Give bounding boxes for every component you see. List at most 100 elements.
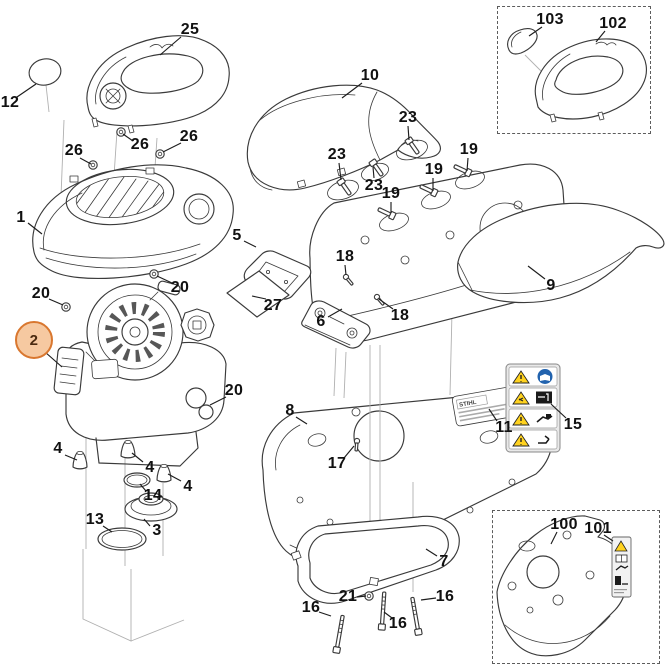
callout-26[interactable]: 26 xyxy=(179,128,199,145)
leader-line-16 xyxy=(318,611,332,617)
leader-line-23 xyxy=(407,125,410,141)
part-8-lower-housing[interactable] xyxy=(261,394,553,567)
leader-line-1 xyxy=(27,222,43,235)
callout-5[interactable]: 5 xyxy=(232,227,242,244)
callout-16[interactable]: 16 xyxy=(435,588,455,605)
part-7-gasket[interactable] xyxy=(290,515,460,604)
callout-13[interactable]: 13 xyxy=(85,511,105,528)
leader-line-17 xyxy=(343,445,355,459)
leader-line-3 xyxy=(143,518,151,527)
callout-23[interactable]: 23 xyxy=(398,109,418,126)
part-100-housing-variant[interactable] xyxy=(496,515,628,657)
callout-101[interactable]: 101 xyxy=(584,520,612,537)
callout-15[interactable]: 15 xyxy=(563,416,583,433)
callout-19[interactable]: 19 xyxy=(381,185,401,202)
leader-line-10 xyxy=(341,82,363,99)
leader-line-4 xyxy=(64,454,78,461)
hand-cut-hazard-icon xyxy=(615,565,629,571)
callout-23[interactable]: 23 xyxy=(327,146,347,163)
leader-line-6 xyxy=(327,308,343,318)
callout-100[interactable]: 100 xyxy=(550,516,578,533)
callout-2[interactable]: 2 xyxy=(15,321,53,359)
leader-line-102 xyxy=(595,30,606,43)
leader-line-25 xyxy=(159,36,182,56)
part-25-top-cover[interactable] xyxy=(86,35,230,134)
callout-27[interactable]: 27 xyxy=(263,297,283,314)
part-27-sticker[interactable] xyxy=(226,270,290,318)
leader-line-14 xyxy=(139,483,147,492)
part-3-grommet[interactable] xyxy=(124,492,178,522)
part-102-top-cover-variant[interactable] xyxy=(534,38,648,123)
callout-4[interactable]: 4 xyxy=(183,478,193,495)
leader-line-23 xyxy=(338,162,342,181)
sticker15-row-4 xyxy=(508,429,558,450)
leader-line-19 xyxy=(466,157,469,172)
warning-triangle-icon xyxy=(512,391,530,405)
leader-line-20 xyxy=(48,298,64,306)
callout-1[interactable]: 1 xyxy=(16,209,26,226)
leader-line-18 xyxy=(378,298,394,310)
callout-4[interactable]: 4 xyxy=(145,459,155,476)
callout-26[interactable]: 26 xyxy=(130,136,150,153)
callout-20[interactable]: 20 xyxy=(224,382,244,399)
callout-23[interactable]: 23 xyxy=(364,177,384,194)
callout-9[interactable]: 9 xyxy=(546,277,556,294)
leader-line-21 xyxy=(356,595,367,598)
callout-20[interactable]: 20 xyxy=(31,285,51,302)
leader-line-18 xyxy=(344,264,347,276)
leader-line-27 xyxy=(251,295,267,300)
brand-label-text: STIHL xyxy=(459,400,477,409)
callout-12[interactable]: 12 xyxy=(0,94,20,111)
leader-line-101 xyxy=(603,534,614,542)
part-9-side-cover[interactable] xyxy=(457,202,665,304)
leader-line-26 xyxy=(79,157,92,165)
leader-line-26 xyxy=(162,142,182,153)
callout-19[interactable]: 19 xyxy=(459,141,479,158)
leader-line-20 xyxy=(209,396,227,406)
callout-26[interactable]: 26 xyxy=(64,142,84,159)
inset-variant-box-bottom xyxy=(492,510,660,664)
sticker15-row-1 xyxy=(508,366,558,387)
callout-18[interactable]: 18 xyxy=(335,248,355,265)
callout-103[interactable]: 103 xyxy=(536,11,564,28)
callout-8[interactable]: 8 xyxy=(285,402,295,419)
part-15-safety-sticker[interactable] xyxy=(505,363,561,453)
leader-line-23 xyxy=(372,166,375,179)
callout-16[interactable]: 16 xyxy=(388,615,408,632)
leader-line-100 xyxy=(550,531,558,545)
callout-10[interactable]: 10 xyxy=(360,67,380,84)
part-11-type-label[interactable]: STIHL xyxy=(451,385,522,427)
callout-16[interactable]: 16 xyxy=(301,599,321,616)
part-101-safety-sticker-variant[interactable] xyxy=(611,536,632,598)
leader-line-5 xyxy=(243,240,257,248)
callout-3[interactable]: 3 xyxy=(152,522,162,539)
part-14-oring[interactable] xyxy=(123,472,151,488)
callout-4[interactable]: 4 xyxy=(53,440,63,457)
leader-line-15 xyxy=(550,403,567,419)
warning-triangle-icon xyxy=(614,540,628,552)
callout-102[interactable]: 102 xyxy=(599,15,627,32)
leader-line-11 xyxy=(488,408,498,422)
callout-20[interactable]: 20 xyxy=(170,279,190,296)
callout-17[interactable]: 17 xyxy=(327,455,347,472)
callout-21[interactable]: 21 xyxy=(338,588,358,605)
inset-variant-box-top xyxy=(497,6,651,134)
part-2-engine[interactable] xyxy=(53,280,227,467)
callout-18[interactable]: 18 xyxy=(390,307,410,324)
part-12-ring[interactable] xyxy=(27,56,64,88)
callout-7[interactable]: 7 xyxy=(439,553,449,570)
callout-11[interactable]: 11 xyxy=(495,419,513,436)
leader-line-13 xyxy=(102,525,113,533)
part-1-shroud[interactable] xyxy=(32,164,234,280)
leader-line-103 xyxy=(528,26,543,37)
leader-line-4 xyxy=(131,452,144,463)
leader-line-20 xyxy=(156,275,173,284)
part-6-bracket[interactable] xyxy=(301,300,371,349)
callout-14[interactable]: 14 xyxy=(143,487,163,504)
callout-6[interactable]: 6 xyxy=(316,313,326,330)
callout-25[interactable]: 25 xyxy=(180,21,200,38)
part-13-oring[interactable] xyxy=(97,527,147,551)
callout-19[interactable]: 19 xyxy=(424,161,444,178)
